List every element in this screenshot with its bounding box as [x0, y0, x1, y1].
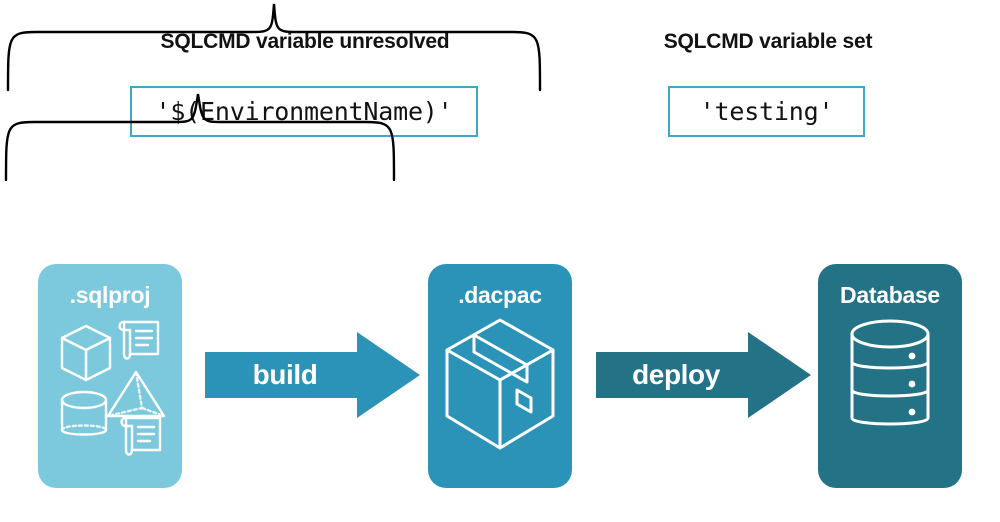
arrow-build-shape	[205, 332, 420, 418]
arrow-deploy-shape	[596, 332, 811, 418]
pyramid-icon	[106, 370, 166, 418]
stage-box-database: Database	[818, 264, 962, 488]
cube-icon	[60, 324, 112, 382]
arrow-build: build	[205, 332, 420, 418]
brace-left	[0, 0, 548, 92]
package-box-icon-svg	[445, 318, 555, 450]
database-cylinder-icon	[818, 312, 962, 452]
stage-title-dacpac: .dacpac	[458, 282, 542, 308]
stage-box-dacpac: .dacpac	[428, 264, 572, 488]
project-objects-icon-svg	[60, 320, 166, 456]
brace-right	[0, 90, 400, 182]
code-box-set-value: 'testing'	[668, 86, 865, 137]
package-box-icon	[428, 312, 572, 457]
brace-right-svg	[4, 93, 396, 182]
arrow-deploy: deploy	[596, 332, 811, 418]
section-label-unresolved: SQLCMD variable unresolved	[160, 30, 450, 53]
scroll-icon-bottom	[120, 416, 162, 456]
stage-box-sqlproj: .sqlproj	[38, 264, 182, 488]
stage-title-database: Database	[840, 282, 940, 308]
project-objects-icon	[38, 312, 182, 457]
brace-left-svg	[6, 3, 542, 92]
code-box-unresolved-value: '$(EnvironmentName)'	[130, 86, 478, 137]
scroll-icon-top	[118, 320, 160, 360]
database-cylinder-icon-svg	[850, 319, 930, 426]
cylinder-icon	[60, 390, 108, 436]
stage-title-sqlproj: .sqlproj	[69, 282, 151, 308]
section-label-set: SQLCMD variable set	[663, 30, 873, 53]
